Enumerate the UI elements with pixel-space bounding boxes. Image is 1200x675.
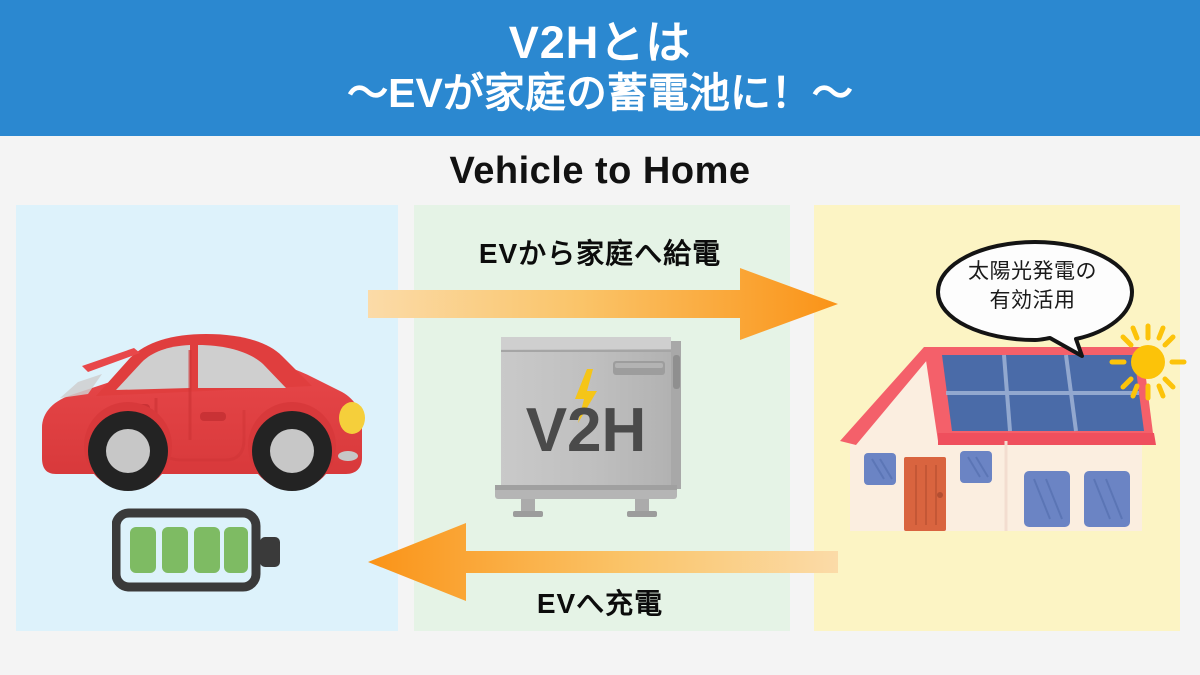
speech-bubble [930,238,1140,358]
sun-icon [1108,322,1188,402]
electric-vehicle-illustration [30,320,370,515]
arrow-label-ev-to-home: EVから家庭へ給電 [478,238,722,269]
arrow-ev-to-home [368,268,838,340]
svg-text:V2H: V2H [526,396,647,465]
speech-bubble-text: 太陽光発電の 有効活用 [945,258,1120,316]
page-title: Vehicle to Home [449,150,751,192]
banner-subtitle: 〜EVが家庭の蓄電池に！〜 [347,69,853,116]
house-with-solar-illustration [834,345,1164,535]
banner-title: V2Hとは [508,17,692,69]
header-banner: V2Hとは 〜EVが家庭の蓄電池に！〜 [0,0,1200,136]
arrow-label-home-to-ev: EVへ充電 [536,588,664,619]
speech-bubble-line-2: 有効活用 [989,288,1076,312]
battery-icon [111,505,287,595]
arrow-home-to-ev [368,523,838,601]
v2h-cabinet-illustration: V2H [483,327,698,522]
speech-bubble-line-1: 太陽光発電の [968,260,1097,283]
